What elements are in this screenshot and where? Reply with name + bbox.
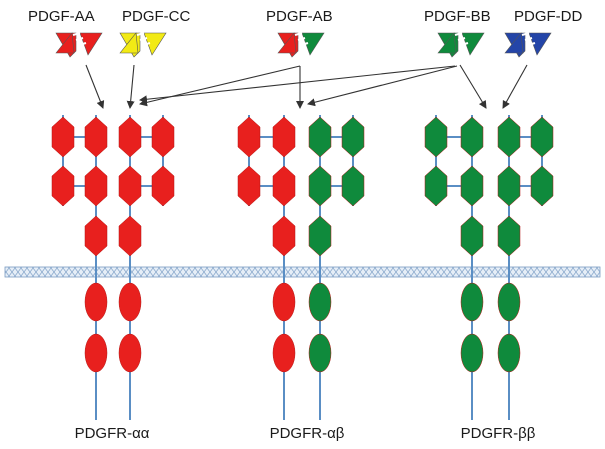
ig-domain-right-3 bbox=[118, 215, 142, 257]
ig-domain-outer-left-1 bbox=[237, 116, 261, 158]
binding-arrow-bb-ab bbox=[307, 65, 458, 107]
ligand-hatch bbox=[142, 42, 151, 46]
ig-domain-outer-right-1 bbox=[341, 116, 365, 158]
ligand-dimer-aa bbox=[55, 32, 103, 58]
ligand-left-wedge bbox=[437, 32, 457, 54]
ligand-left-wedge bbox=[504, 32, 524, 54]
ig-domain-left-1 bbox=[460, 116, 484, 158]
ig-domain-right-2 bbox=[118, 165, 142, 207]
ligand-dimers bbox=[55, 32, 552, 58]
receptor-bb bbox=[424, 116, 554, 373]
receptor-label-ab: PDGFR-αβ bbox=[269, 425, 345, 442]
ligand-hatch bbox=[454, 32, 463, 36]
ig-domain-right-2 bbox=[497, 165, 521, 207]
kinase-domain-left-2 bbox=[272, 333, 296, 373]
binding-arrow-cc-aa bbox=[126, 64, 135, 109]
ig-domain-right-2 bbox=[308, 165, 332, 207]
kinase-domain-right-1 bbox=[308, 282, 332, 322]
ig-domain-left-2 bbox=[272, 165, 296, 207]
ligand-hatch bbox=[457, 37, 466, 41]
ligand-dimer-dd bbox=[504, 32, 552, 58]
ligand-label-aa: PDGF-AA bbox=[28, 8, 95, 25]
receptor-aa bbox=[51, 116, 175, 373]
ig-domain-outer-right-1 bbox=[530, 116, 554, 158]
ligand-dimer-ab bbox=[277, 32, 325, 58]
kinase-domain-left-1 bbox=[460, 282, 484, 322]
binding-arrow-bb-aa bbox=[139, 65, 456, 104]
ligand-left-wedge bbox=[277, 32, 297, 54]
ig-domain-right-1 bbox=[497, 116, 521, 158]
ligand-left-wedge bbox=[119, 32, 139, 54]
receptor-label-bb: PDGFR-ββ bbox=[460, 425, 536, 442]
ligand-left-wedge bbox=[55, 32, 75, 54]
ig-domain-left-3 bbox=[272, 215, 296, 257]
ligand-label-ab: PDGF-AB bbox=[266, 8, 333, 25]
kinase-domain-right-1 bbox=[497, 282, 521, 322]
ig-domain-left-1 bbox=[272, 116, 296, 158]
ig-domain-outer-right-1 bbox=[151, 116, 175, 158]
kinase-domain-right-1 bbox=[118, 282, 142, 322]
ig-domain-outer-left-2 bbox=[51, 165, 75, 207]
ig-domain-right-3 bbox=[308, 215, 332, 257]
receptor-ab bbox=[237, 116, 365, 373]
ig-domain-outer-right-2 bbox=[151, 165, 175, 207]
ligand-hatch bbox=[72, 32, 81, 36]
ligand-hatch bbox=[75, 37, 84, 41]
ligand-hatch bbox=[78, 42, 87, 46]
kinase-domain-left-2 bbox=[460, 333, 484, 373]
kinase-domain-right-2 bbox=[308, 333, 332, 373]
ligand-dimer-bb bbox=[437, 32, 485, 58]
ig-domain-outer-left-1 bbox=[51, 116, 75, 158]
ig-domain-left-3 bbox=[84, 215, 108, 257]
kinase-domain-right-2 bbox=[118, 333, 142, 373]
ligand-label-dd: PDGF-DD bbox=[514, 8, 583, 25]
ligand-label-cc: PDGF-CC bbox=[122, 8, 191, 25]
ligand-label-bb: PDGF-BB bbox=[424, 8, 491, 25]
binding-arrow-dd-bb bbox=[502, 64, 528, 109]
ligand-hatch bbox=[294, 32, 303, 36]
ligand-hatch bbox=[300, 42, 309, 46]
kinase-domain-left-1 bbox=[272, 282, 296, 322]
ig-domain-outer-right-2 bbox=[530, 165, 554, 207]
kinase-domain-left-2 bbox=[84, 333, 108, 373]
ig-domain-left-2 bbox=[460, 165, 484, 207]
ligand-hatch bbox=[136, 32, 145, 36]
binding-arrows bbox=[85, 64, 528, 109]
ig-domain-outer-left-2 bbox=[237, 165, 261, 207]
ligand-hatch bbox=[521, 32, 530, 36]
ligand-dimer-cc bbox=[119, 32, 167, 58]
ig-domain-left-3 bbox=[460, 215, 484, 257]
ligand-hatch bbox=[297, 37, 306, 41]
ig-domain-outer-right-2 bbox=[341, 165, 365, 207]
receptor-domains bbox=[51, 116, 554, 373]
binding-arrow-aa-aa bbox=[85, 64, 105, 109]
receptor-label-aa: PDGFR-αα bbox=[74, 425, 150, 442]
ligand-hatch bbox=[524, 37, 533, 41]
ig-domain-left-2 bbox=[84, 165, 108, 207]
ig-domain-right-1 bbox=[118, 116, 142, 158]
binding-arrow-bb-bb bbox=[459, 64, 487, 109]
ig-domain-left-1 bbox=[84, 116, 108, 158]
ligand-hatch bbox=[527, 42, 536, 46]
cell-membrane bbox=[4, 266, 601, 278]
kinase-domain-left-1 bbox=[84, 282, 108, 322]
ig-domain-outer-left-1 bbox=[424, 116, 448, 158]
ligand-hatch bbox=[460, 42, 469, 46]
ig-domain-outer-left-2 bbox=[424, 165, 448, 207]
ig-domain-right-3 bbox=[497, 215, 521, 257]
kinase-domain-right-2 bbox=[497, 333, 521, 373]
ig-domain-right-1 bbox=[308, 116, 332, 158]
ligand-hatch bbox=[139, 37, 148, 41]
